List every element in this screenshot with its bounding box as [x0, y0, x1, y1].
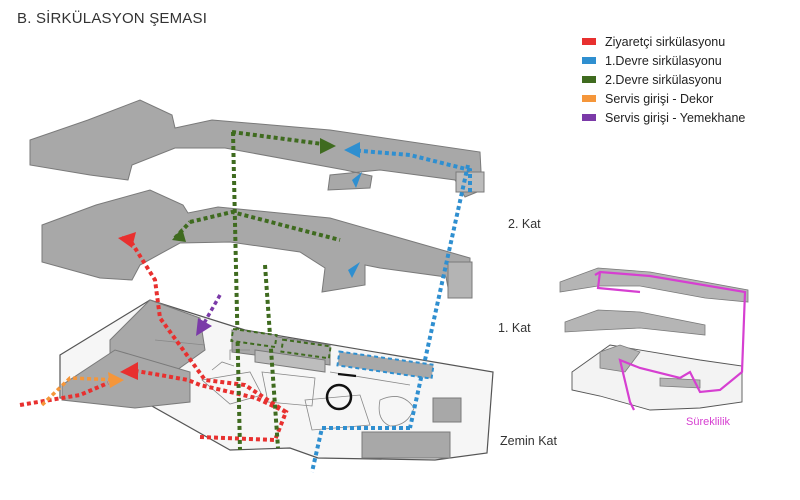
service-dining-path: [196, 294, 222, 336]
first-period-arrow-heads: [344, 142, 362, 278]
legend-item-service-decor: Servis girişi - Dekor: [582, 89, 745, 108]
legend-swatch-service-dining: [582, 114, 596, 121]
first-period-circulation-path: [310, 148, 472, 473]
continuity-label: Süreklilik: [686, 416, 731, 428]
legend-swatch-service-decor: [582, 95, 596, 102]
legend-label: Servis girişi - Yemekhane: [605, 110, 746, 125]
second-period-ground-rooms: [230, 327, 332, 360]
legend: Ziyaretçi sirkülasyonu 1.Devre sirkülasy…: [582, 32, 745, 127]
second-period-arrow-heads: [172, 138, 336, 242]
floor-plan-ground: [59, 299, 494, 461]
legend-label: Servis girişi - Dekor: [605, 91, 714, 106]
floor-label-first: 1. Kat: [498, 321, 531, 335]
legend-label: 2.Devre sirkülasyonu: [605, 72, 722, 87]
legend-item-service-dining: Servis girişi - Yemekhane: [582, 108, 745, 127]
legend-label: Ziyaretçi sirkülasyonu: [605, 34, 726, 49]
atrium-circle: [325, 383, 353, 411]
continuity-diagram: [559, 267, 749, 411]
legend-swatch-first-period: [582, 57, 596, 64]
service-decor-path: [40, 372, 124, 407]
floor-plan-2nd: [29, 99, 485, 198]
first-period-solid-segments: [336, 350, 435, 380]
legend-item-first-period: 1.Devre sirkülasyonu: [582, 51, 745, 70]
legend-swatch-second-period: [582, 76, 596, 83]
floor-plan-1st: [41, 189, 473, 299]
floor-label-second: 2. Kat: [508, 217, 541, 231]
legend-item-visitor: Ziyaretçi sirkülasyonu: [582, 32, 745, 51]
legend-swatch-visitor: [582, 38, 596, 45]
legend-item-second-period: 2.Devre sirkülasyonu: [582, 70, 745, 89]
floor-label-ground: Zemin Kat: [500, 434, 557, 448]
legend-label: 1.Devre sirkülasyonu: [605, 53, 722, 68]
visitor-arrow-heads: [118, 232, 138, 380]
page-title: B. SİRKÜLASYON ŞEMASI: [17, 10, 208, 27]
